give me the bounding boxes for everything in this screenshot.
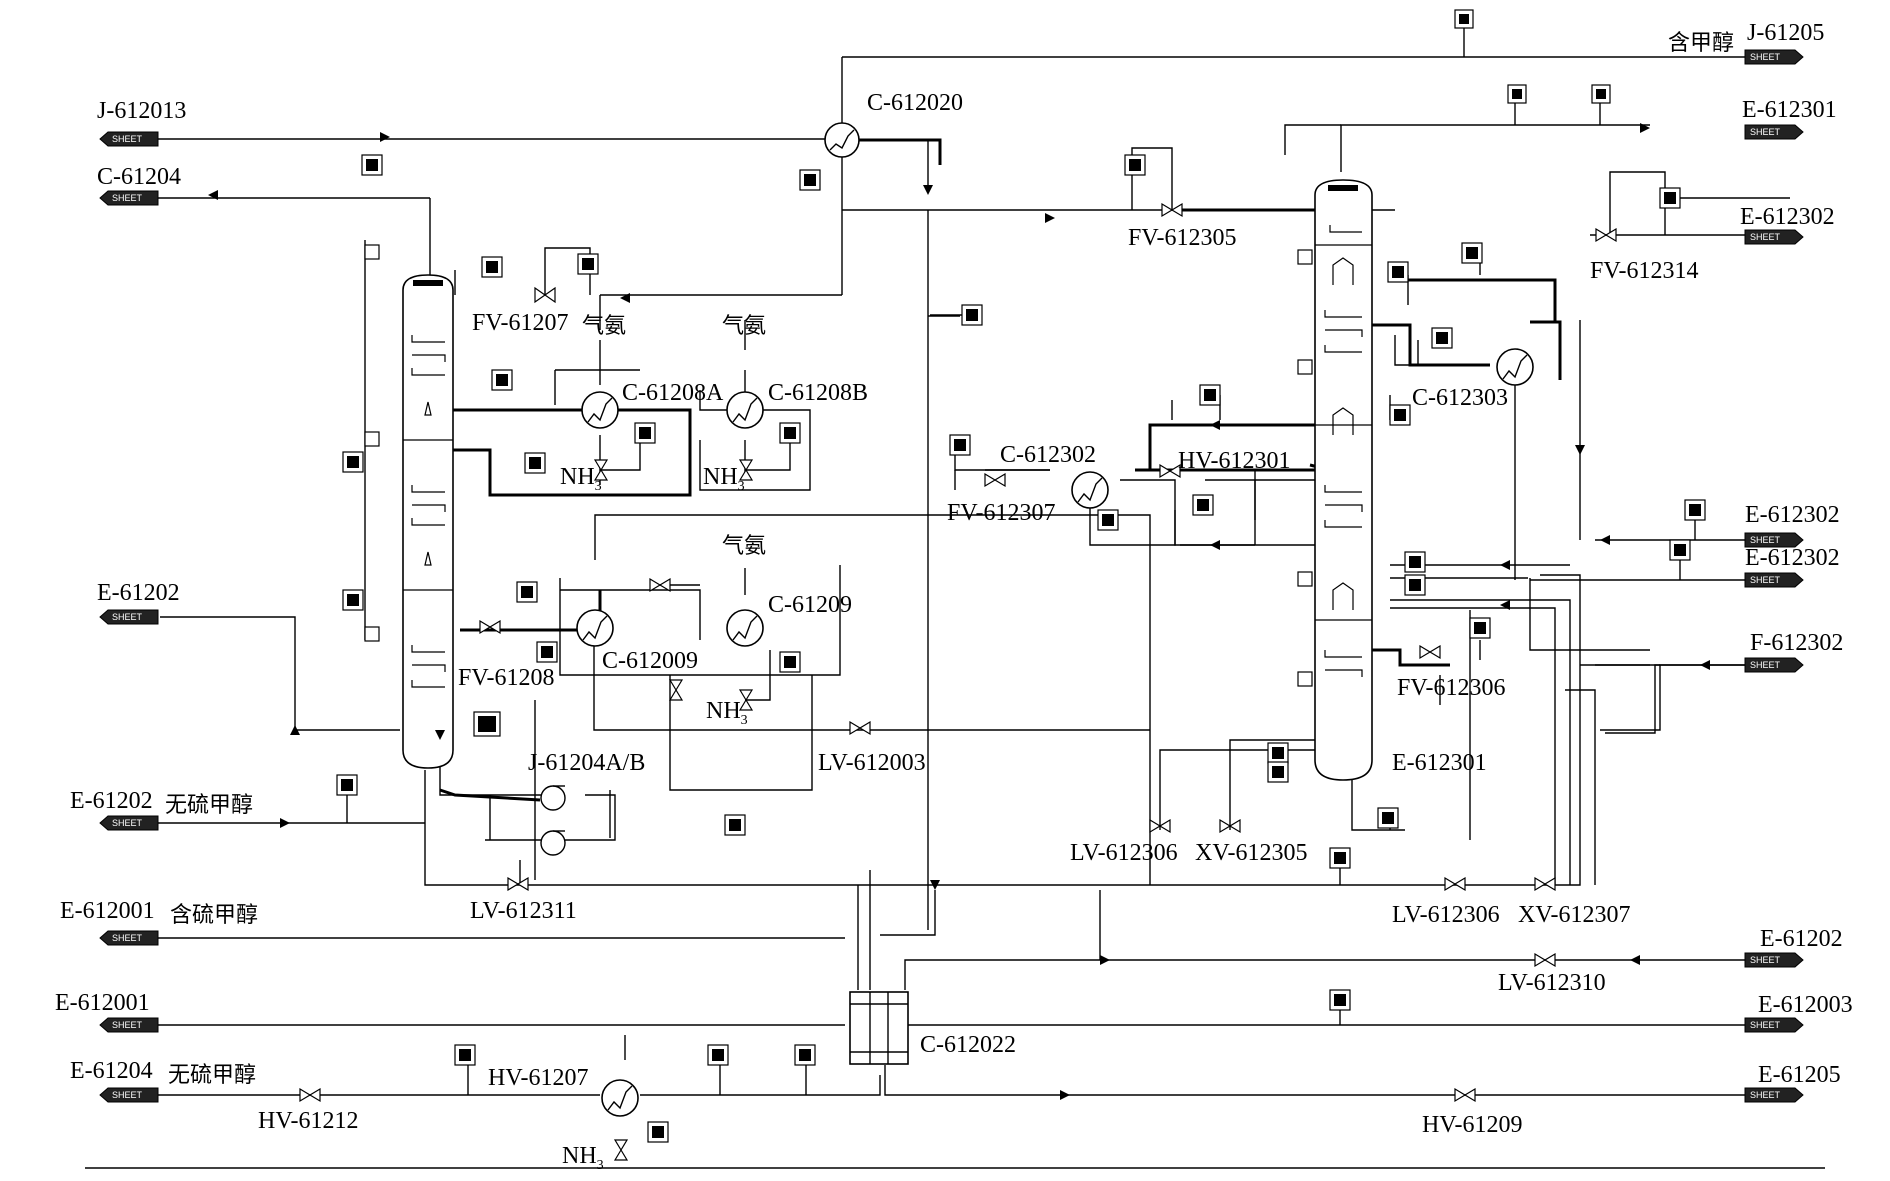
equip-label: C-61209: [768, 592, 852, 618]
instruments: [336, 9, 1706, 1143]
valve-label: LV-612311: [470, 898, 577, 924]
left-connector-labels: J-612013 C-61204 E-61202 E-61202 无硫甲醇 E-…: [55, 98, 258, 1088]
right-connector-labels: 含甲醇 J-61205 E-612301 E-612302 E-612302 E…: [1668, 20, 1853, 1088]
right-conn-label: E-61205: [1758, 1062, 1841, 1088]
medium-label: NH3: [703, 464, 745, 494]
equip-label: C-61208A: [622, 380, 724, 406]
svg-text:SHEET: SHEET: [1750, 232, 1781, 242]
right-conn-medium: 含甲醇: [1668, 31, 1734, 56]
left-conn-label: C-61204: [97, 164, 181, 190]
equip-label: C-61208B: [768, 380, 868, 406]
right-conn-label: J-61205: [1747, 20, 1824, 46]
hx-c61209: [726, 609, 764, 647]
equip-label: C-612009: [602, 648, 698, 674]
hx-c612020: [824, 122, 860, 158]
equip-label: C-612022: [920, 1032, 1016, 1058]
heat-exchangers: [576, 122, 1534, 1117]
valve-label: HV-612301: [1178, 448, 1290, 474]
equip-label: C-612020: [867, 90, 963, 116]
svg-text:SHEET: SHEET: [112, 1090, 143, 1100]
left-conn-medium: 无硫甲醇: [165, 793, 253, 818]
svg-text:SHEET: SHEET: [1750, 955, 1781, 965]
right-conn-label: E-61202: [1760, 926, 1843, 952]
equip-label: C-612302: [1000, 442, 1096, 468]
equip-label: J-61204A/B: [528, 750, 645, 776]
left-conn-label: E-612001: [55, 990, 150, 1016]
right-conn-label: E-612302: [1740, 204, 1835, 230]
valve-label: XV-612307: [1518, 902, 1630, 928]
svg-text:SHEET: SHEET: [112, 818, 143, 828]
media-labels: 气氨 气氨 气氨 NH3 NH3 NH3 NH3: [560, 314, 766, 1173]
valve-label: HV-61212: [258, 1108, 358, 1134]
svg-text:SHEET: SHEET: [112, 193, 143, 203]
left-conn-medium: 无硫甲醇: [168, 1063, 256, 1088]
left-conn-label: E-61204: [70, 1058, 153, 1084]
medium-label: 气氨: [722, 314, 766, 339]
hx-c612303: [1496, 348, 1534, 386]
valve-label: LV-612306: [1070, 840, 1178, 866]
valve-label: FV-612314: [1590, 258, 1698, 284]
valve-label: LV-612310: [1498, 970, 1606, 996]
svg-text:SHEET: SHEET: [112, 1020, 143, 1030]
hx-c612022: [849, 991, 909, 1065]
column-left: [402, 274, 454, 769]
valve-labels: FV-61207 FV-61208 FV-612305 FV-612314 FV…: [258, 225, 1698, 1138]
valve-label: XV-612305: [1195, 840, 1307, 866]
medium-label: NH3: [560, 464, 602, 494]
hx-c61208a: [581, 391, 619, 429]
valve-label: LV-612003: [818, 750, 926, 776]
svg-text:SHEET: SHEET: [1750, 535, 1781, 545]
valve-label: FV-612307: [947, 500, 1055, 526]
valve-label: HV-61207: [488, 1065, 588, 1091]
right-conn-label: E-612302: [1745, 502, 1840, 528]
piping-thin: [155, 25, 1790, 1096]
left-conn-label: E-612001: [60, 898, 155, 924]
sheet-flag-texts: SHEET SHEET SHEET SHEET SHEET SHEET SHEE…: [112, 52, 1781, 1100]
column-right: [1314, 179, 1373, 781]
valve-label: LV-612306: [1392, 902, 1500, 928]
svg-text:SHEET: SHEET: [1750, 660, 1781, 670]
svg-text:SHEET: SHEET: [1750, 52, 1781, 62]
equip-label: E-612301: [1392, 750, 1487, 776]
medium-label: 气氨: [722, 534, 766, 559]
medium-label: NH3: [562, 1143, 604, 1173]
left-conn-label: J-612013: [97, 98, 186, 124]
svg-text:SHEET: SHEET: [112, 134, 143, 144]
valve-label: FV-612306: [1397, 675, 1505, 701]
svg-text:SHEET: SHEET: [1750, 127, 1781, 137]
valve-label: FV-612305: [1128, 225, 1236, 251]
valve-label: HV-61209: [1422, 1112, 1522, 1138]
left-conn-label: E-61202: [97, 580, 180, 606]
svg-text:SHEET: SHEET: [1750, 1020, 1781, 1030]
right-conn-label: F-612302: [1750, 630, 1843, 656]
svg-text:SHEET: SHEET: [1750, 575, 1781, 585]
hx-c612009: [576, 609, 614, 647]
hx-c61208b: [726, 391, 764, 429]
right-conn-label: E-612003: [1758, 992, 1853, 1018]
valves: [299, 202, 1617, 1161]
svg-text:SHEET: SHEET: [112, 933, 143, 943]
sheet-flags: [99, 49, 1804, 1103]
right-conn-label: E-612301: [1742, 97, 1837, 123]
flow-arrows: [208, 123, 1710, 1100]
equip-label: C-612303: [1412, 385, 1508, 411]
hx-hv61207: [601, 1079, 639, 1117]
svg-text:SHEET: SHEET: [112, 612, 143, 622]
left-conn-label: E-61202: [70, 788, 153, 814]
valve-label: FV-61207: [472, 310, 568, 336]
equipment-labels: C-612020 C-61208A C-61208B C-612009 C-61…: [528, 90, 1508, 1058]
hx-c612302: [1071, 471, 1109, 509]
medium-label: NH3: [706, 698, 748, 728]
svg-text:SHEET: SHEET: [1750, 1090, 1781, 1100]
pumps-j61204ab: [540, 785, 566, 856]
left-conn-medium: 含硫甲醇: [170, 903, 258, 928]
right-conn-label: E-612302: [1745, 545, 1840, 571]
valve-label: FV-61208: [458, 665, 554, 691]
medium-label: 气氨: [582, 314, 626, 339]
